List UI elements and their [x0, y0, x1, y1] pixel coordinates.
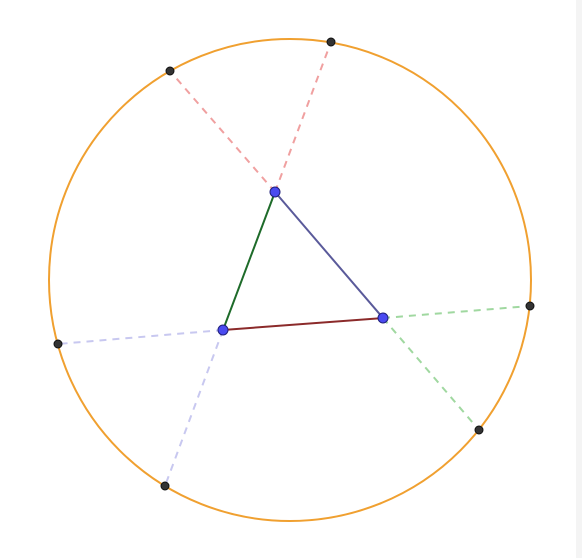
dashed-segment-bottom-left[interactable] [164, 329, 224, 487]
circle-point-right[interactable] [525, 301, 535, 311]
circle-point-bottom-right[interactable] [474, 425, 484, 435]
triangle-side-left[interactable] [222, 191, 276, 331]
dashed-segment-right[interactable] [382, 305, 531, 319]
dashed-segment-top-left[interactable] [169, 70, 276, 193]
circle-point-top-right[interactable] [326, 37, 336, 47]
circle-point-left[interactable] [53, 339, 63, 349]
circle-point-bottom-left[interactable] [160, 481, 170, 491]
triangle-side-base[interactable] [222, 317, 384, 331]
dashed-segment-bottom-right[interactable] [382, 317, 480, 431]
vertex-right[interactable] [377, 312, 389, 324]
scrollbar-track[interactable] [576, 0, 582, 558]
circumscribing-circle[interactable] [48, 38, 532, 522]
dashed-segment-top-right[interactable] [274, 41, 332, 193]
vertex-left[interactable] [217, 324, 229, 336]
vertex-top[interactable] [269, 186, 281, 198]
triangle-side-right[interactable] [274, 191, 384, 319]
circle-point-top-left[interactable] [165, 66, 175, 76]
dashed-segment-left[interactable] [57, 329, 224, 345]
